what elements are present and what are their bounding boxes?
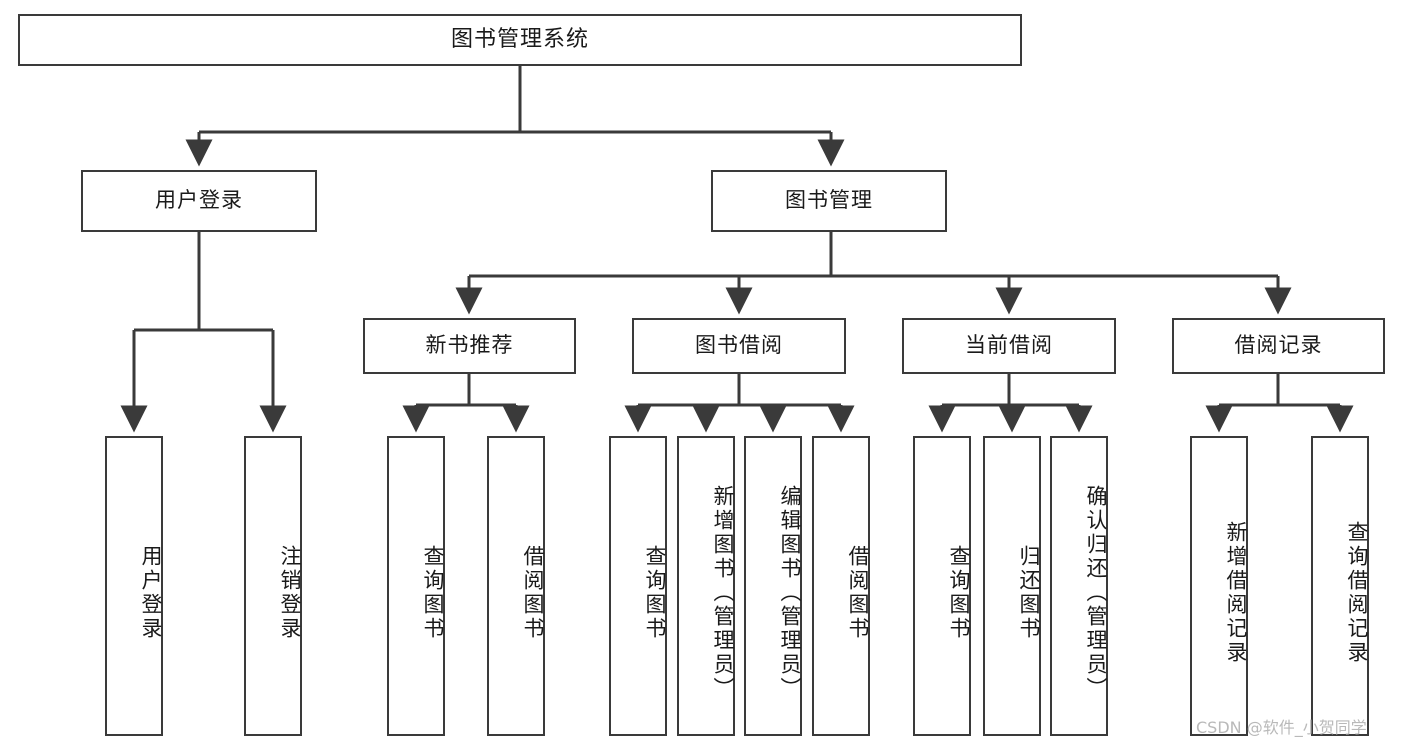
node-book-management[interactable]: 图书管理: [711, 170, 947, 232]
leaf-node[interactable]: 查询借阅记录: [1311, 436, 1369, 736]
leaf-node[interactable]: 查询图书: [913, 436, 971, 736]
node-book-borrow[interactable]: 图书借阅: [632, 318, 846, 374]
node-root-label: 图书管理系统: [450, 26, 589, 52]
leaf-node-label: 查询借阅记录: [1345, 521, 1369, 665]
leaf-node-label: 编辑图书（管理员）: [778, 485, 802, 701]
node-borrow-record[interactable]: 借阅记录: [1172, 318, 1385, 374]
leaf-node-label: 注销登录: [278, 545, 302, 641]
leaf-node-label: 新增借阅记录: [1224, 521, 1248, 665]
node-new-book-recommend[interactable]: 新书推荐: [363, 318, 576, 374]
node-root[interactable]: 图书管理系统: [18, 14, 1022, 66]
leaf-node[interactable]: 查询图书: [609, 436, 667, 736]
node-book-management-label: 图书管理: [785, 188, 873, 213]
node-book-borrow-label: 图书借阅: [695, 333, 783, 358]
leaf-node-label: 归还图书: [1017, 545, 1041, 641]
leaf-node[interactable]: 借阅图书: [812, 436, 870, 736]
leaf-node[interactable]: 用户登录: [105, 436, 163, 736]
node-borrow-record-label: 借阅记录: [1234, 333, 1323, 358]
leaf-node-label: 查询图书: [421, 545, 445, 641]
leaf-node[interactable]: 新增借阅记录: [1190, 436, 1248, 736]
leaf-node-label: 确认归还（管理员）: [1084, 485, 1108, 701]
node-user-login[interactable]: 用户登录: [81, 170, 317, 232]
node-current-borrow-label: 当前借阅: [965, 333, 1053, 358]
leaf-node-label: 借阅图书: [846, 545, 870, 641]
leaf-node-label: 用户登录: [139, 545, 163, 641]
node-new-book-recommend-label: 新书推荐: [425, 333, 514, 358]
leaf-node-label: 借阅图书: [521, 545, 545, 641]
leaf-node[interactable]: 编辑图书（管理员）: [744, 436, 802, 736]
leaf-node-label: 查询图书: [947, 545, 971, 641]
csdn-watermark: CSDN @软件_小贺同学: [1196, 718, 1367, 737]
leaf-node-label: 查询图书: [643, 545, 667, 641]
leaf-node[interactable]: 查询图书: [387, 436, 445, 736]
leaf-node-label: 新增图书（管理员）: [711, 485, 735, 701]
leaf-node[interactable]: 借阅图书: [487, 436, 545, 736]
leaf-node[interactable]: 归还图书: [983, 436, 1041, 736]
leaf-node[interactable]: 确认归还（管理员）: [1050, 436, 1108, 736]
node-current-borrow[interactable]: 当前借阅: [902, 318, 1116, 374]
leaf-node[interactable]: 注销登录: [244, 436, 302, 736]
node-user-login-label: 用户登录: [155, 188, 243, 213]
leaf-node[interactable]: 新增图书（管理员）: [677, 436, 735, 736]
